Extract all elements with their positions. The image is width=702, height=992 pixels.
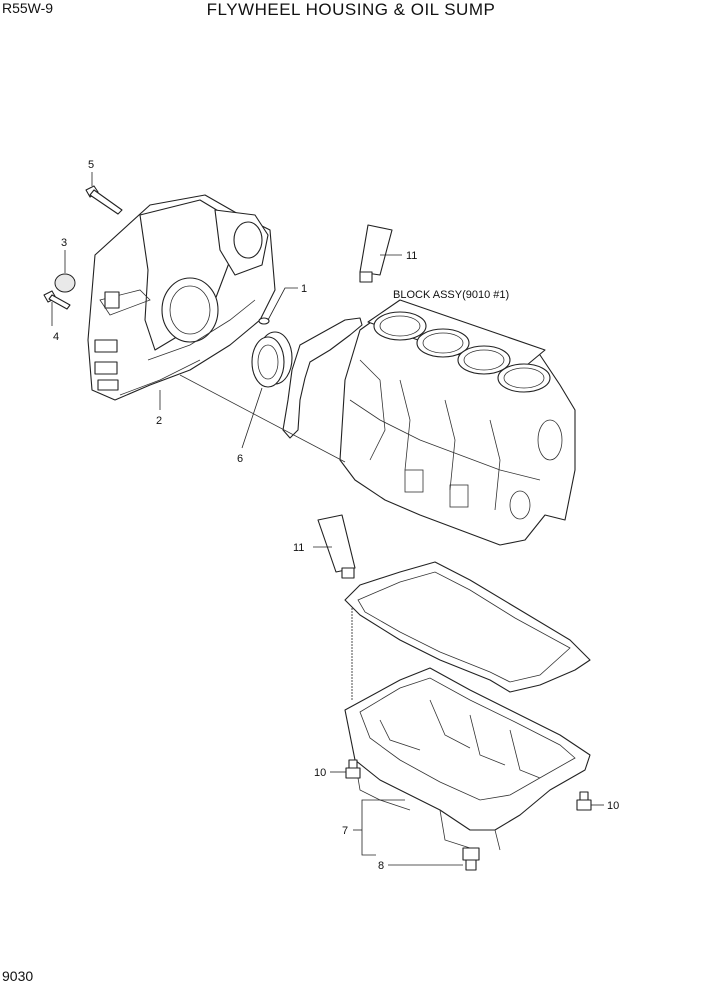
bolt-part-10-right	[576, 791, 604, 811]
callout-7: 7	[342, 825, 348, 837]
oil-pan-gasket	[344, 561, 591, 700]
callout-5: 5	[88, 159, 94, 171]
callout-11-lower: 11	[293, 542, 304, 554]
callout-10-right: 10	[607, 800, 619, 812]
callout-3: 3	[61, 237, 67, 249]
sealant-tube-part-11-upper	[359, 224, 402, 283]
rear-gasket	[282, 317, 363, 439]
callout-2: 2	[156, 415, 162, 427]
model-code: R55W-9	[2, 0, 54, 16]
block-assy-reference: BLOCK ASSY(9010 #1)	[393, 289, 509, 301]
bolt-part-4	[43, 290, 71, 326]
callout-8: 8	[378, 860, 384, 872]
flywheel-housing-part-2	[87, 194, 276, 410]
callout-1: 1	[301, 283, 307, 295]
page-title: FLYWHEEL HOUSING & OIL SUMP	[206, 0, 496, 19]
oil-seal-part-6	[241, 331, 293, 449]
sealant-tube-part-11-lower	[313, 514, 356, 579]
callout-4: 4	[53, 331, 59, 343]
callout-6: 6	[237, 453, 243, 465]
dowel-pin-part-1	[258, 287, 298, 325]
callout-11-upper: 11	[406, 250, 417, 262]
bolt-part-10-left	[330, 759, 361, 779]
plug-part-3	[54, 250, 76, 293]
cylinder-block-assembly	[179, 299, 576, 546]
oil-pan-part-7	[344, 667, 591, 856]
drain-plug-part-8	[388, 847, 480, 871]
page-number: 9030	[2, 968, 34, 984]
bolt-part-5	[85, 172, 123, 215]
callout-10-left: 10	[314, 767, 326, 779]
